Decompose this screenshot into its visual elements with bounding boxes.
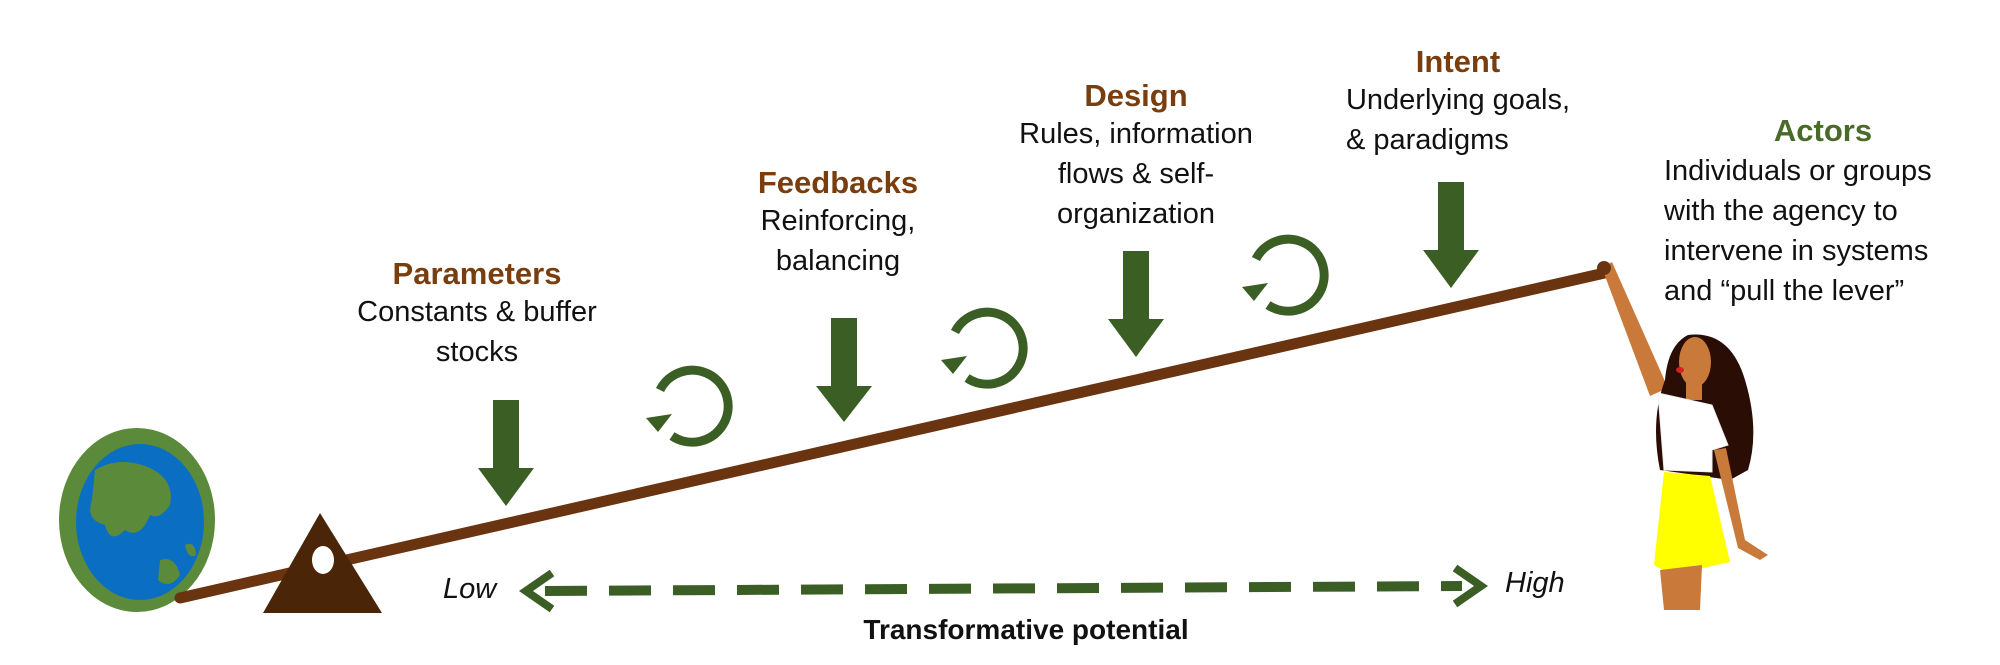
feedback-loop-icon xyxy=(646,365,733,447)
lever-title: Intent xyxy=(1415,44,1501,79)
design-arrow-icon xyxy=(1108,251,1164,357)
transformative-potential-axis xyxy=(518,564,1489,613)
lever-bar xyxy=(174,266,1615,604)
lever-title: Design xyxy=(1084,78,1188,113)
axis-title: Transformative potential xyxy=(863,614,1189,645)
lever-feedbacks: Feedbacks Reinforcing, balancing xyxy=(758,165,918,281)
lever-desc-line: stocks xyxy=(435,336,519,368)
actors-desc-line: intervene in systems xyxy=(1664,235,1929,267)
lever-desc-line: Reinforcing, xyxy=(760,205,916,237)
lever-desc-line: balancing xyxy=(775,245,901,277)
actors-title-wrap: Actors xyxy=(1774,113,1872,149)
globe-icon xyxy=(59,428,215,612)
axis-low-label: Low xyxy=(443,573,497,605)
actors-desc-line: Individuals or groups xyxy=(1664,155,1932,187)
actor-person-illustration xyxy=(1597,261,1768,610)
actors-desc-line: and “pull the lever” xyxy=(1664,275,1905,307)
actors-desc-line: with the agency to xyxy=(1664,195,1898,227)
lever-title: Parameters xyxy=(392,256,562,291)
lever-desc-line: Constants & buffer xyxy=(357,296,597,328)
feedbacks-arrow-icon xyxy=(816,318,872,422)
lever-parameters: Parameters Constants & buffer stocks xyxy=(357,256,597,372)
feedback-loop-icon xyxy=(941,307,1028,389)
actors-description: Individuals or groups with the agency to… xyxy=(1664,151,1932,311)
lever-design: Design Rules, information flows & self- … xyxy=(1019,78,1253,234)
parameters-arrow-icon xyxy=(478,400,534,506)
actors-title: Actors xyxy=(1773,113,1873,148)
fulcrum-icon xyxy=(263,513,382,613)
axis-high-label: High xyxy=(1505,567,1565,599)
lever-desc-line: organization xyxy=(1057,198,1215,230)
lever-title: Feedbacks xyxy=(757,165,919,200)
lever-desc-line: & paradigms xyxy=(1345,124,1509,156)
intent-arrow-icon xyxy=(1423,182,1479,288)
feedback-loop-icon xyxy=(1242,234,1329,316)
lever-desc-line: flows & self- xyxy=(1057,158,1215,190)
lever-intent: Intent Underlying goals, & paradigms xyxy=(1346,44,1570,160)
lever-desc-line: Underlying goals, xyxy=(1345,84,1571,116)
lever-desc-line: Rules, information xyxy=(1019,118,1253,150)
